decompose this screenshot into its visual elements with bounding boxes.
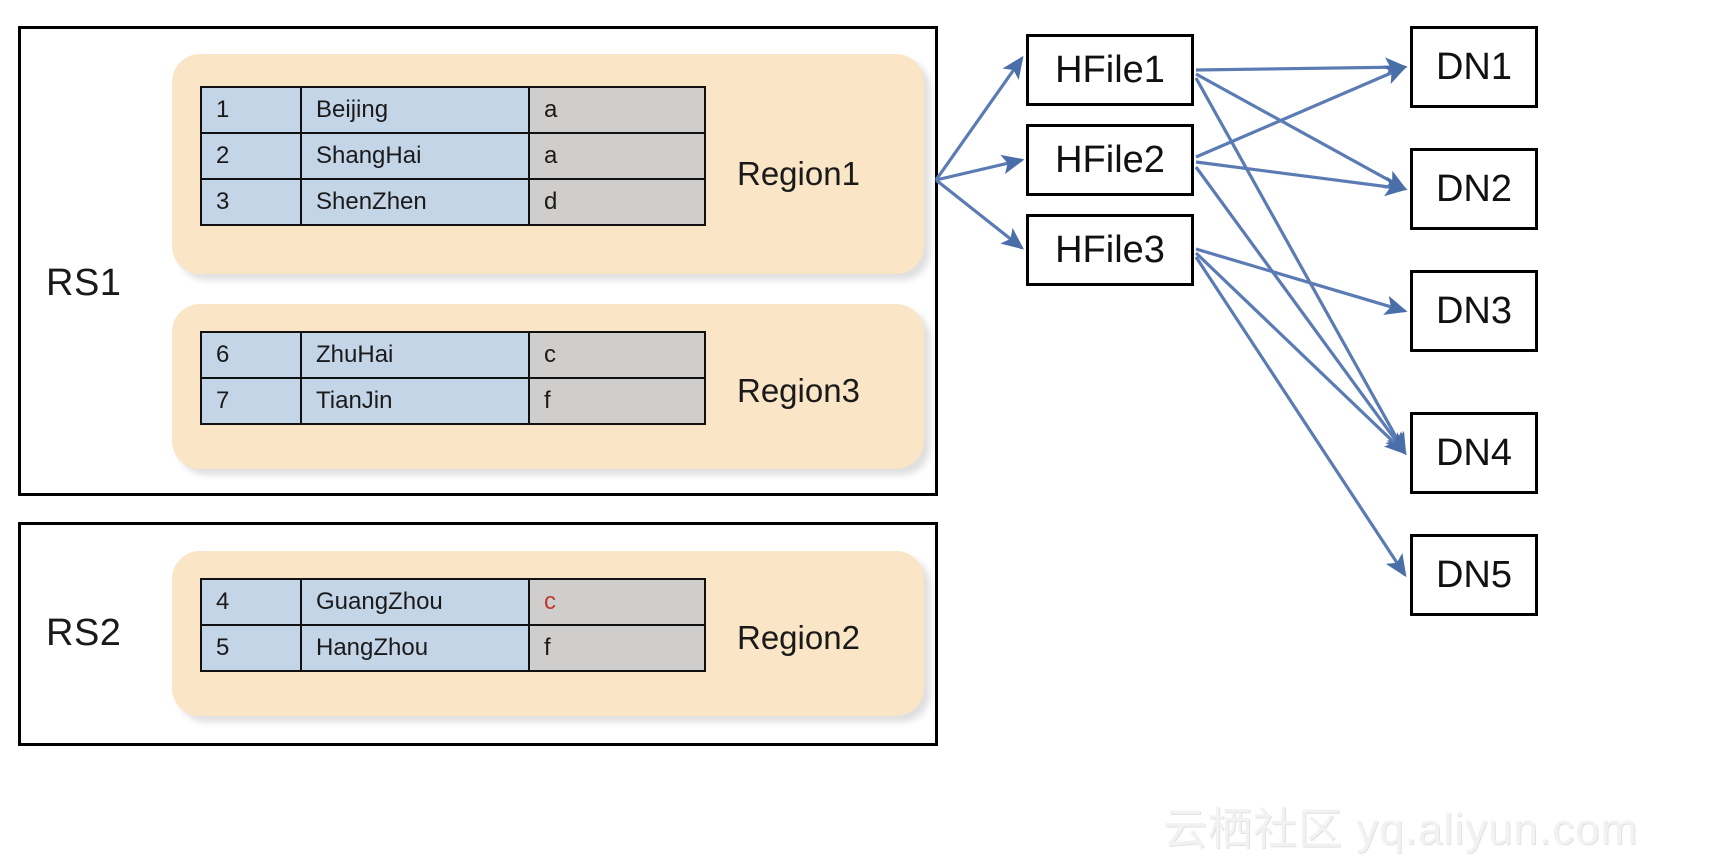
cell-id: 3 xyxy=(200,178,302,226)
arrow-hfile1-to-dn1 xyxy=(1195,57,1408,78)
datanode-1-label: DN1 xyxy=(1435,45,1513,88)
datanode-1-box: DN1 xyxy=(1410,26,1538,108)
datanode-5-label: DN5 xyxy=(1435,553,1513,596)
cell-id: 6 xyxy=(200,331,302,379)
region-3-table: 6 ZhuHai c 7 TianJin f xyxy=(200,331,706,425)
cell-id: 1 xyxy=(200,86,302,134)
cell-tag: d xyxy=(528,178,706,226)
region-3-label: Region3 xyxy=(737,372,860,409)
cell-tag: a xyxy=(528,86,706,134)
cell-id: 7 xyxy=(200,377,302,425)
hfile-2-box: HFile2 xyxy=(1026,124,1194,196)
cell-tag: c xyxy=(528,331,706,379)
regionserver-1-label: RS1 xyxy=(46,262,122,304)
cell-city: HangZhou xyxy=(300,624,530,672)
arrow-hfile3-to-dn4 xyxy=(1194,251,1407,455)
table-row: 7 TianJin f xyxy=(200,377,706,425)
datanode-2-box: DN2 xyxy=(1410,148,1538,230)
cell-id: 5 xyxy=(200,624,302,672)
cell-tag: f xyxy=(528,624,706,672)
cell-id: 4 xyxy=(200,578,302,626)
datanode-4-box: DN4 xyxy=(1410,412,1538,494)
datanode-2-label: DN2 xyxy=(1435,167,1513,210)
table-row: 6 ZhuHai c xyxy=(200,331,706,379)
regionserver-2-label: RS2 xyxy=(46,612,122,654)
cell-city: ShangHai xyxy=(300,132,530,180)
hfile-3-label: HFile3 xyxy=(1055,228,1165,271)
region-2-label: Region2 xyxy=(737,619,860,656)
cell-city: ZhuHai xyxy=(300,331,530,379)
datanode-4-label: DN4 xyxy=(1435,431,1513,474)
region-1-label: Region1 xyxy=(737,155,860,192)
table-row: 3 ShenZhen d xyxy=(200,178,706,226)
datanode-3-box: DN3 xyxy=(1410,270,1538,352)
cell-tag: f xyxy=(528,377,706,425)
hfile-1-label: HFile1 xyxy=(1055,48,1165,91)
table-row: 2 ShangHai a xyxy=(200,132,706,180)
cell-tag: a xyxy=(528,132,706,180)
table-row: 1 Beijing a xyxy=(200,86,706,134)
arrow-region1-to-hfile2 xyxy=(935,154,1025,182)
cell-id: 2 xyxy=(200,132,302,180)
cell-city: ShenZhen xyxy=(300,178,530,226)
cell-city: TianJin xyxy=(300,377,530,425)
table-row: 4 GuangZhou c xyxy=(200,578,706,626)
arrow-hfile2-to-dn4 xyxy=(1194,166,1407,456)
hfile-2-label: HFile2 xyxy=(1055,138,1165,181)
watermark: 云栖社区 yq.aliyun.com xyxy=(1163,805,1639,854)
cell-city: Beijing xyxy=(300,86,530,134)
arrow-hfile3-to-dn3 xyxy=(1195,247,1408,315)
cell-city: GuangZhou xyxy=(300,578,530,626)
datanode-5-box: DN5 xyxy=(1410,534,1538,616)
arrow-region1-to-hfile3 xyxy=(935,178,1025,250)
arrow-hfile1-to-dn4 xyxy=(1194,77,1407,456)
arrow-hfile3-to-dn5 xyxy=(1194,256,1407,578)
region-1-table: 1 Beijing a 2 ShangHai a 3 ShenZhen d xyxy=(200,86,706,226)
hfile-1-box: HFile1 xyxy=(1026,34,1194,106)
table-row: 5 HangZhou f xyxy=(200,624,706,672)
cell-tag: c xyxy=(528,578,706,626)
arrow-hfile2-to-dn1 xyxy=(1195,65,1408,159)
arrow-region1-to-hfile1 xyxy=(934,55,1024,181)
arrow-hfile2-to-dn2 xyxy=(1195,160,1408,197)
hfile-3-box: HFile3 xyxy=(1026,214,1194,286)
region-2-table: 4 GuangZhou c 5 HangZhou f xyxy=(200,578,706,672)
arrow-hfile1-to-dn2 xyxy=(1195,72,1408,191)
datanode-3-label: DN3 xyxy=(1435,289,1513,332)
